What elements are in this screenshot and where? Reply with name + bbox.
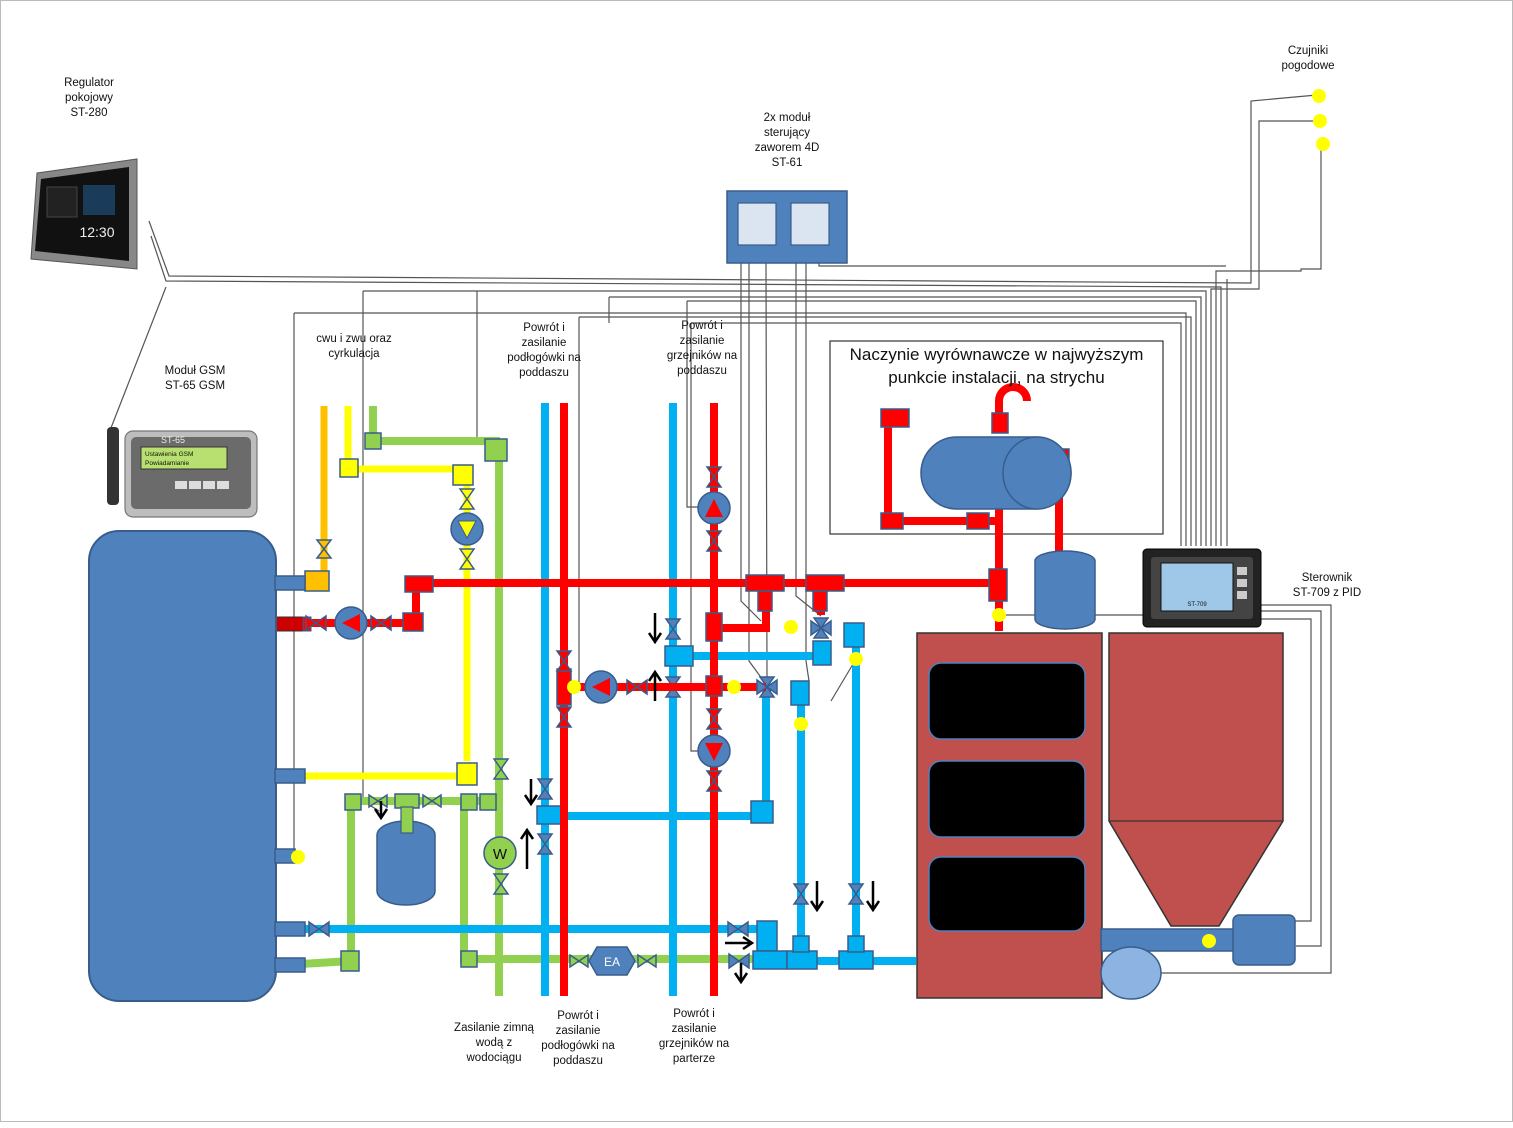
gsm-display-line2: Powiadamianie — [145, 460, 189, 467]
antenna-icon — [107, 427, 119, 505]
water-meter-icon — [483, 836, 517, 870]
room-regulator: 12:30 — [30, 158, 138, 270]
blower-fan — [1100, 946, 1162, 1000]
flow-arrows — [373, 613, 881, 985]
ea-vessel-symbol: EA — [604, 955, 620, 969]
gsm-module: ST-65 Ustawienia GSM Powiadamianie — [107, 427, 258, 518]
ea-vessel-icon — [588, 946, 636, 976]
room-regulator-clock: 12:30 — [79, 224, 114, 240]
boiler-door-bottom — [928, 856, 1086, 932]
buffer-tank — [88, 530, 277, 1002]
gsm-display-line1: Ustawienia GSM — [145, 451, 193, 458]
temperature-sensors — [291, 89, 1330, 948]
feeder-motor — [1232, 914, 1296, 966]
cold-water-pipes — [300, 406, 761, 996]
boiler-door-middle — [928, 760, 1086, 838]
valve-module-2 — [790, 202, 830, 246]
boiler-controller: ST-709 — [1142, 548, 1262, 628]
water-meter-symbol: W — [493, 846, 508, 863]
controller-model: ST-709 — [1187, 602, 1207, 608]
cold-water-fittings — [340, 432, 508, 972]
separator-tank — [1034, 550, 1096, 630]
fuel-hopper — [1108, 632, 1284, 927]
gsm-brand: ST-65 — [161, 435, 185, 445]
valve-module-1 — [737, 202, 777, 246]
boiler-door-top — [928, 662, 1086, 740]
